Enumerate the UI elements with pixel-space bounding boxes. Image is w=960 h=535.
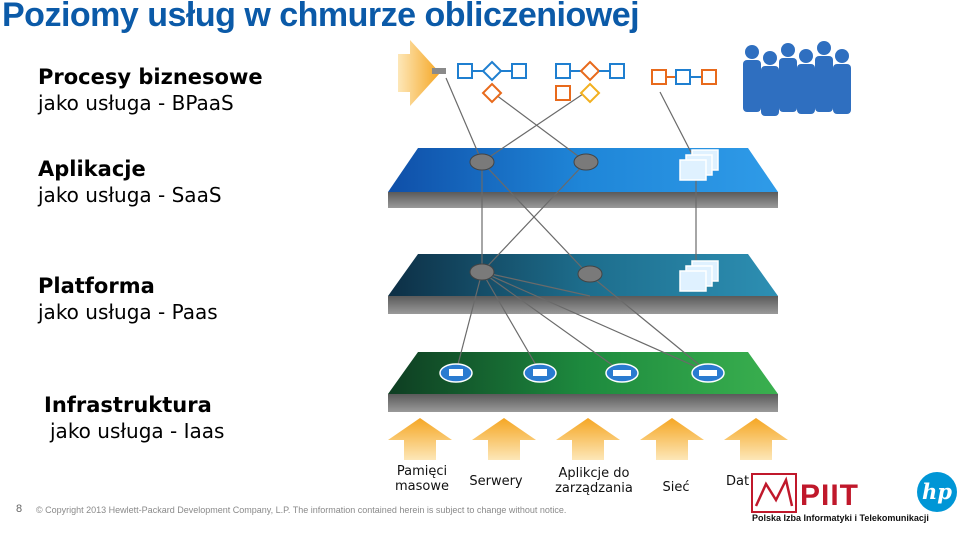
resource-arrow-data [724,418,788,460]
layer-paas-subtitle: jako usługa - Paas [38,300,218,324]
iaas-storage-node-icon [439,363,473,383]
resource-label-network: Sieć [656,480,696,495]
resource-storage-line1: Pamięci [396,464,448,479]
layer-iaas-subtitle: jako usługa - Iaas [50,419,225,443]
paas-document-stack-icon [679,260,719,292]
resource-arrow-management [556,418,620,460]
resource-arrow-storage [388,418,452,460]
resource-management-line1: Aplikcje do [558,466,630,481]
layer-bpaas-name: Procesy biznesowe [38,65,263,89]
iaas-server-node-icon [523,363,557,383]
piit-full-name: Polska Izba Informatyki i Telekomunikacj… [752,513,929,523]
resource-label-data: Dat [726,474,756,489]
resource-storage-line2: masowe [395,479,449,494]
layer-saas-name: Aplikacje [38,157,146,181]
connection-lines [445,77,709,373]
layer-bpaas-subtitle: jako usługa - BPaaS [38,91,234,115]
page-title: Poziomy usług w chmurze obliczeniowej [2,0,640,34]
process-flow-1 [432,60,527,104]
resource-label-management: Aplikcje do zarządzania [548,466,640,496]
paas-layer-plate [388,254,778,314]
bpaas-arrow-shape [398,40,440,106]
resource-servers-line1: Serwery [469,474,523,489]
people-group-icon [743,41,851,116]
resource-arrow-network [640,418,704,460]
process-flow-2 [555,60,625,104]
layer-saas-subtitle: jako usługa - SaaS [38,183,222,207]
process-flow-3 [651,69,717,85]
iaas-network-node-icon [691,363,725,383]
layer-label-bpaas: Procesy biznesowe jako usługa - BPaaS [38,64,263,116]
saas-node-2 [573,153,599,171]
resource-label-servers: Serwery [466,474,526,489]
layer-label-saas: Aplikacje jako usługa - SaaS [38,156,222,208]
resource-management-line2: zarządzania [555,481,633,496]
layer-label-paas: Platforma jako usługa - Paas [38,273,218,325]
saas-document-stack-icon [679,149,719,181]
copyright-notice: © Copyright 2013 Hewlett-Packard Develop… [36,505,567,515]
layer-paas-name: Platforma [38,274,155,298]
resource-network-line1: Sieć [662,480,690,495]
resource-label-storage: Pamięci masowe [388,464,456,494]
saas-node-1 [469,153,495,171]
hp-logo: hp [917,472,957,512]
paas-node-2 [577,265,603,283]
resource-arrows [388,418,788,460]
iaas-layer-plate [388,352,778,412]
layer-label-iaas: Infrastruktura jako usługa - Iaas [44,392,224,444]
resource-data-line1: Dat [726,474,750,489]
resource-arrow-servers [472,418,536,460]
piit-logo: PIIT [800,479,860,512]
layer-iaas-name: Infrastruktura [44,393,212,417]
iaas-management-node-icon [605,363,639,383]
paas-node-1 [469,263,495,281]
page-number: 8 [16,503,23,515]
piit-emblem-icon [751,473,797,513]
